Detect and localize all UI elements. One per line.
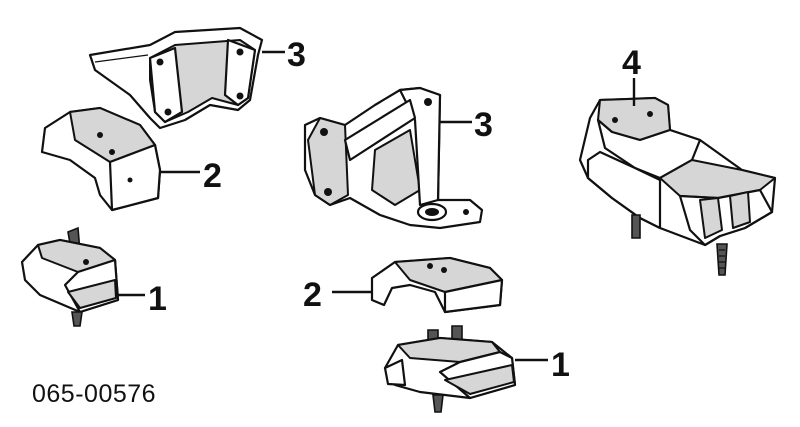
left-engine-mount xyxy=(20,226,120,327)
callout-left-pad: 2 xyxy=(203,157,222,195)
center-engine-bracket xyxy=(303,86,484,230)
center-rubber-pad xyxy=(370,256,504,314)
left-rubber-pad xyxy=(40,106,162,212)
callout-center-mount: 1 xyxy=(551,346,570,384)
callout-center-bracket: 3 xyxy=(474,106,493,144)
callout-center-pad: 2 xyxy=(303,276,322,314)
callout-left-bracket: 3 xyxy=(287,36,306,74)
center-engine-mount xyxy=(383,325,517,413)
left-engine-bracket xyxy=(88,26,264,130)
transmission-mount xyxy=(578,96,777,276)
callout-left-mount: 1 xyxy=(148,280,167,318)
callout-transmission-mount: 4 xyxy=(622,44,641,82)
part-code-label: 065-00576 xyxy=(32,380,156,408)
